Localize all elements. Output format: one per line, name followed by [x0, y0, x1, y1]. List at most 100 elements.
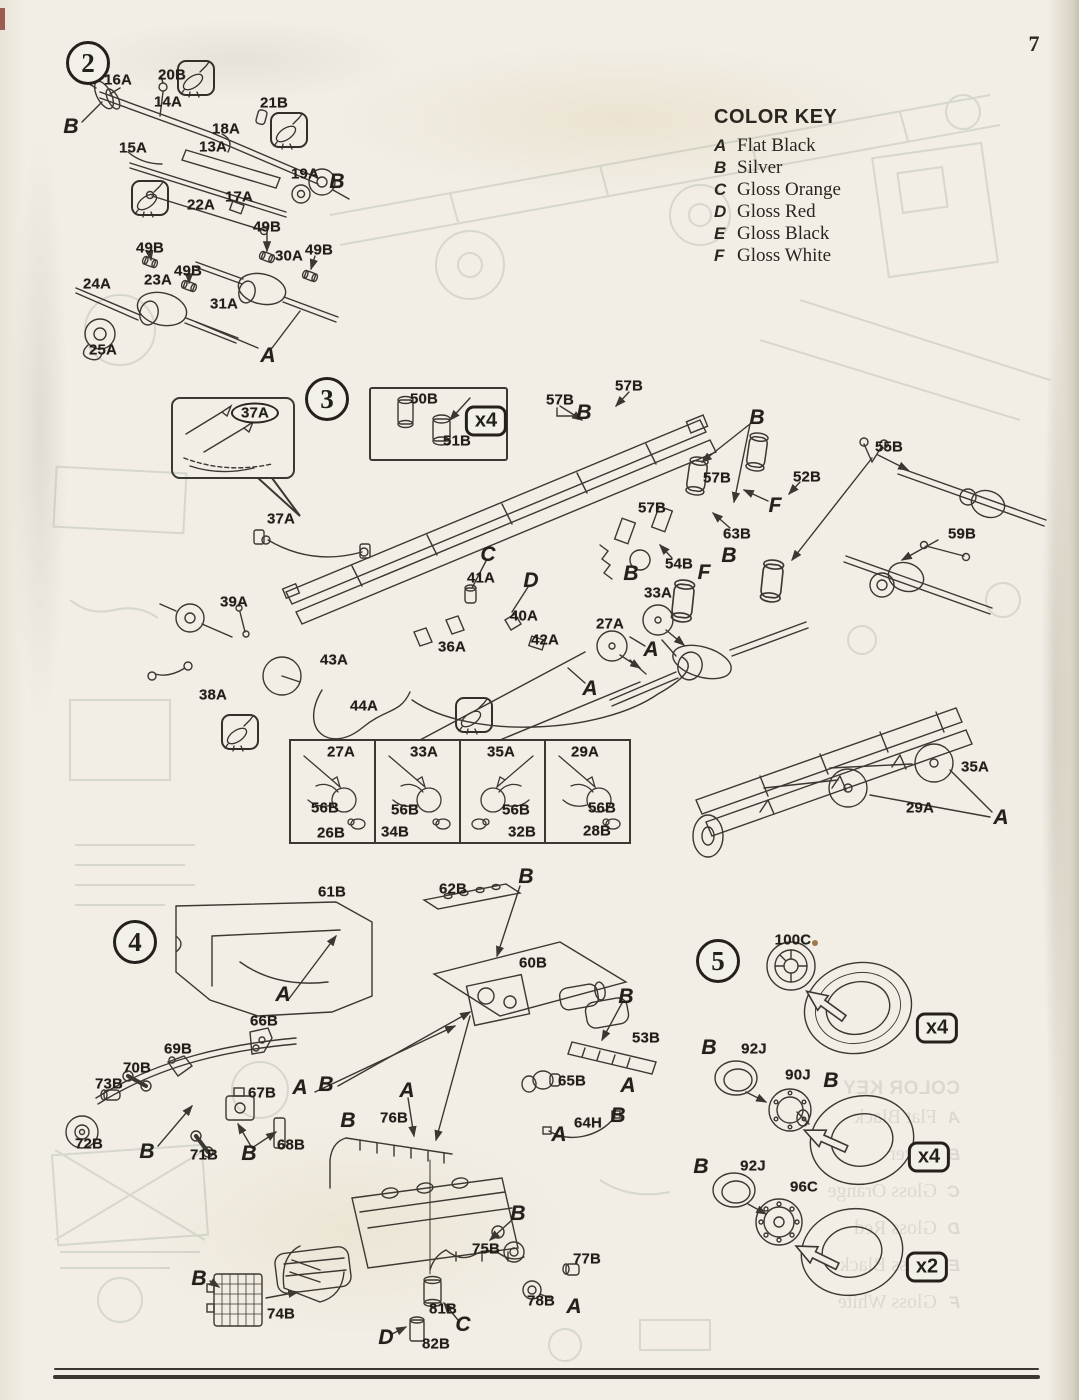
paint-color-label: C: [480, 543, 496, 566]
part-label: 60B: [518, 954, 548, 972]
paint-color-label: A: [566, 1295, 582, 1318]
part-label: 73B: [94, 1075, 124, 1093]
part-label: 75B: [471, 1240, 501, 1258]
part-label: 49B: [252, 218, 282, 236]
color-code: D: [714, 202, 727, 221]
step-number-badge: 4: [113, 920, 157, 964]
color-name: Silver: [737, 157, 783, 178]
part-label: 32B: [507, 823, 537, 841]
paint-color-label: A: [643, 638, 659, 661]
paint-color-label: B: [139, 1140, 155, 1163]
paint-color-label: A: [620, 1074, 636, 1097]
part-label: 24A: [82, 275, 112, 293]
page-number: 7: [1028, 31, 1040, 56]
part-label: 19A: [290, 165, 320, 183]
paint-color-label: B: [721, 544, 737, 567]
paint-color-label: B: [191, 1267, 207, 1290]
part-label: 40A: [509, 607, 539, 625]
paint-color-label: B: [318, 1073, 334, 1096]
step3-chassis-art: [147, 387, 1047, 858]
part-label: 33A: [643, 584, 673, 602]
part-label: 51B: [442, 432, 472, 450]
footer-rule: [53, 1368, 1040, 1379]
color-code: B: [714, 158, 727, 177]
color-code: A: [714, 136, 727, 155]
part-label: 35A: [486, 743, 516, 761]
part-label: 59B: [947, 525, 977, 543]
part-label: 77B: [572, 1250, 602, 1268]
paint-color-label: A: [551, 1123, 567, 1146]
part-label: 25A: [88, 341, 118, 359]
part-label: 66B: [249, 1012, 279, 1030]
part-label: 30A: [274, 247, 304, 265]
part-label: 27A: [326, 743, 356, 761]
part-label: 78B: [526, 1292, 556, 1310]
part-label: 38A: [198, 686, 228, 704]
part-label: 50B: [409, 390, 439, 408]
part-label: 35A: [960, 758, 990, 776]
part-label: 20B: [157, 66, 187, 84]
part-label: 57B: [614, 377, 644, 395]
part-label: 22A: [186, 196, 216, 214]
step2-front-axle-art: [75, 75, 350, 361]
part-label: 37A: [266, 510, 296, 528]
scan-edge-mark: [0, 8, 5, 30]
color-code: C: [714, 180, 727, 199]
quantity-badge: x4: [915, 1012, 959, 1044]
part-label: 17A: [224, 188, 254, 206]
part-label: 31A: [209, 295, 239, 313]
part-label: 16A: [103, 71, 133, 89]
part-label: 33A: [409, 743, 439, 761]
part-label: 13A: [198, 138, 228, 156]
part-label: 70B: [122, 1059, 152, 1077]
part-label: 57B: [545, 391, 575, 409]
paint-color-label: B: [518, 865, 534, 888]
paint-color-label: A: [275, 983, 291, 1006]
part-label: 54B: [664, 555, 694, 573]
part-label: 76B: [379, 1109, 409, 1127]
part-label: 37A: [230, 402, 280, 424]
paint-color-label: B: [823, 1069, 839, 1092]
paint-color-label: C: [455, 1313, 471, 1336]
part-label: 34B: [380, 823, 410, 841]
color-name: Gloss Black: [737, 223, 830, 244]
part-label: 42A: [530, 631, 560, 649]
part-label: 65B: [557, 1072, 587, 1090]
paint-color-label: A: [399, 1079, 415, 1102]
part-label: 55B: [874, 438, 904, 456]
color-name: Gloss Orange: [737, 179, 841, 200]
part-label: 90J: [785, 1066, 811, 1084]
part-label: 14A: [153, 93, 183, 111]
part-label: 68B: [276, 1136, 306, 1154]
part-label: 56B: [310, 799, 340, 817]
part-label: 39A: [219, 593, 249, 611]
part-label: 62B: [438, 880, 468, 898]
part-label: 57B: [702, 469, 732, 487]
color-name: Gloss White: [737, 245, 832, 266]
part-label: 21B: [259, 94, 289, 112]
step5-wheels-art: [712, 941, 915, 1297]
paint-color-label: B: [576, 401, 592, 424]
part-label: 74B: [266, 1305, 296, 1323]
part-label: 49B: [135, 239, 165, 257]
part-label: 27A: [595, 615, 625, 633]
part-label: 29A: [570, 743, 600, 761]
paint-color-label: F: [697, 561, 711, 584]
color-key-title: COLOR KEY: [714, 106, 838, 128]
color-code: F: [714, 246, 725, 265]
step-number-badge: 2: [66, 41, 110, 85]
paint-color-label: B: [701, 1036, 717, 1059]
paper-stain: [812, 940, 818, 946]
part-label: 67B: [247, 1084, 277, 1102]
quantity-badge: x4: [907, 1141, 951, 1173]
part-label: 56B: [587, 799, 617, 817]
quantity-badge: x4: [464, 405, 508, 437]
part-label: 28B: [582, 822, 612, 840]
part-label: 71B: [189, 1146, 219, 1164]
color-name: Gloss Red: [737, 201, 816, 222]
